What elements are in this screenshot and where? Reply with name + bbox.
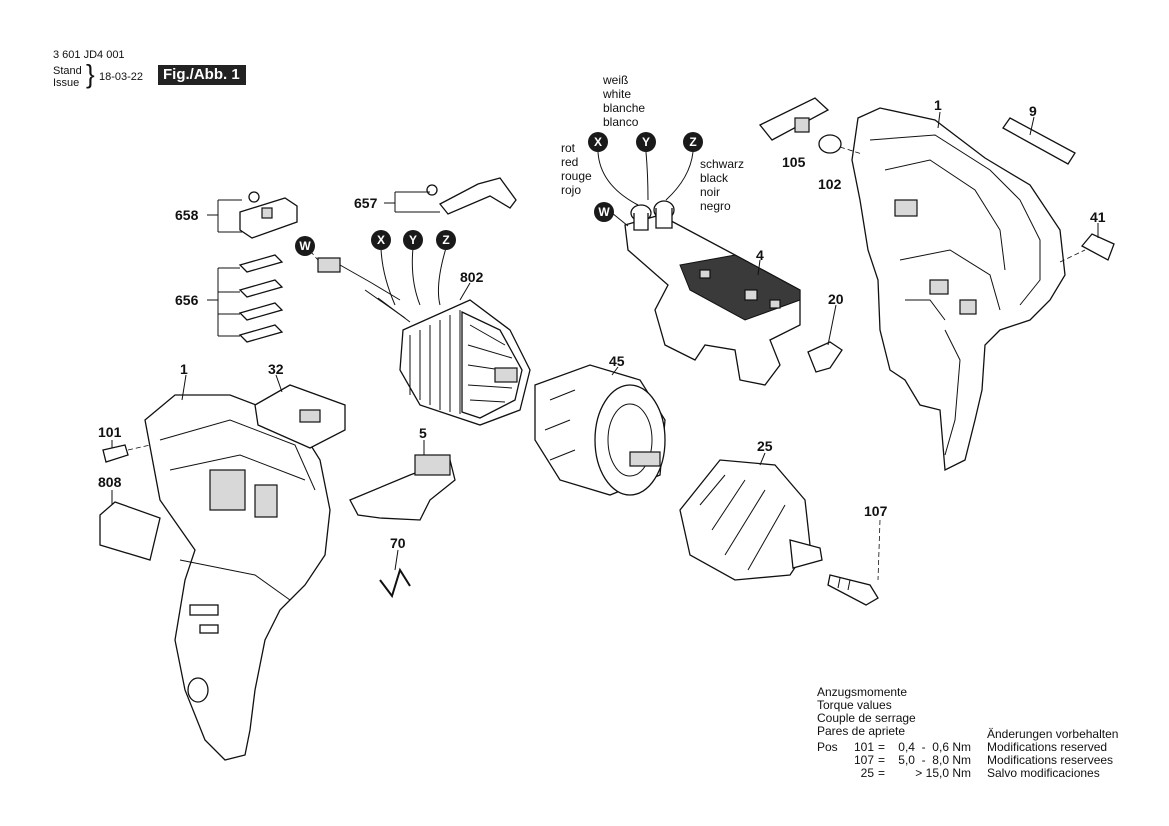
part-number-70: 70 [390, 535, 406, 551]
torque-eq-101: = [878, 740, 886, 754]
part-657 [426, 177, 517, 215]
label-plate-9 [1002, 117, 1076, 165]
marker-y-motor: Y [403, 230, 423, 250]
torque-eq-107: = [878, 753, 886, 767]
parts-658 [239, 191, 298, 239]
label-plate-41 [1080, 233, 1115, 261]
part-number-5: 5 [419, 425, 427, 441]
torque-value-101: 0,4 - 0,6 Nm [898, 740, 971, 754]
marker-x-motor: X [371, 230, 391, 250]
part-number-4: 4 [756, 247, 764, 263]
electronics-module [624, 200, 801, 386]
part-number-808: 808 [98, 474, 122, 490]
part-number-102: 102 [818, 176, 842, 192]
marker-z-top: Z [683, 132, 703, 152]
part-number-41: 41 [1090, 209, 1106, 225]
part-number-9: 9 [1029, 103, 1037, 119]
brace-glyph: } [86, 59, 95, 89]
gearbox-45 [534, 364, 666, 496]
stand-label: Stand [53, 65, 82, 77]
housing-right-half [851, 107, 1066, 472]
part-number-657: 657 [354, 195, 378, 211]
label-808 [99, 501, 161, 561]
part-32-detail [299, 409, 321, 423]
torque-pos-107: 107 [853, 753, 874, 767]
torque-eq-25: = [878, 766, 886, 780]
switch-5 [349, 454, 456, 521]
part-number-802: 802 [460, 269, 484, 285]
bracket-105 [758, 97, 830, 141]
document-number: 3 601 JD4 001 [53, 49, 125, 61]
screw-101 [102, 444, 129, 463]
marker-y-top: Y [636, 132, 656, 152]
part-number-45: 45 [609, 353, 625, 369]
torque-value-25: > 15,0 Nm [915, 766, 971, 780]
marker-w-top: W [594, 202, 614, 222]
chuck-25 [679, 459, 823, 581]
part-number-1-right: 1 [934, 97, 942, 113]
connector-w [317, 257, 341, 273]
issue-label: Issue [53, 77, 80, 89]
switch-20 [807, 341, 843, 373]
part-number-105: 105 [782, 154, 806, 170]
figure-label: Fig./Abb. 1 [158, 65, 246, 85]
torque-pos-25: 25 [860, 766, 874, 780]
part-number-658: 658 [175, 207, 199, 223]
spring-70 [379, 567, 411, 599]
screw-107 [827, 574, 879, 606]
cap-102 [818, 134, 842, 154]
part-number-25: 25 [757, 438, 773, 454]
screw-105 [794, 117, 810, 133]
parts-656 [238, 254, 284, 343]
marker-x-top: X [588, 132, 608, 152]
marker-w-motor: W [295, 236, 315, 256]
part-number-101: 101 [98, 424, 122, 440]
torque-pos-label: Pos [817, 740, 838, 754]
part-number-656: 656 [175, 292, 199, 308]
part-number-1-left: 1 [180, 361, 188, 377]
issue-date: 18-03-22 [99, 71, 144, 83]
part-number-107: 107 [864, 503, 888, 519]
torque-value-107: 5,0 - 8,0 Nm [898, 753, 971, 767]
housing-left-half [144, 394, 331, 761]
part-number-32: 32 [268, 361, 284, 377]
motor-802 [364, 289, 531, 426]
marker-z-motor: Z [436, 230, 456, 250]
part-number-20: 20 [828, 291, 844, 307]
torque-pos-101: 101 [853, 740, 874, 754]
